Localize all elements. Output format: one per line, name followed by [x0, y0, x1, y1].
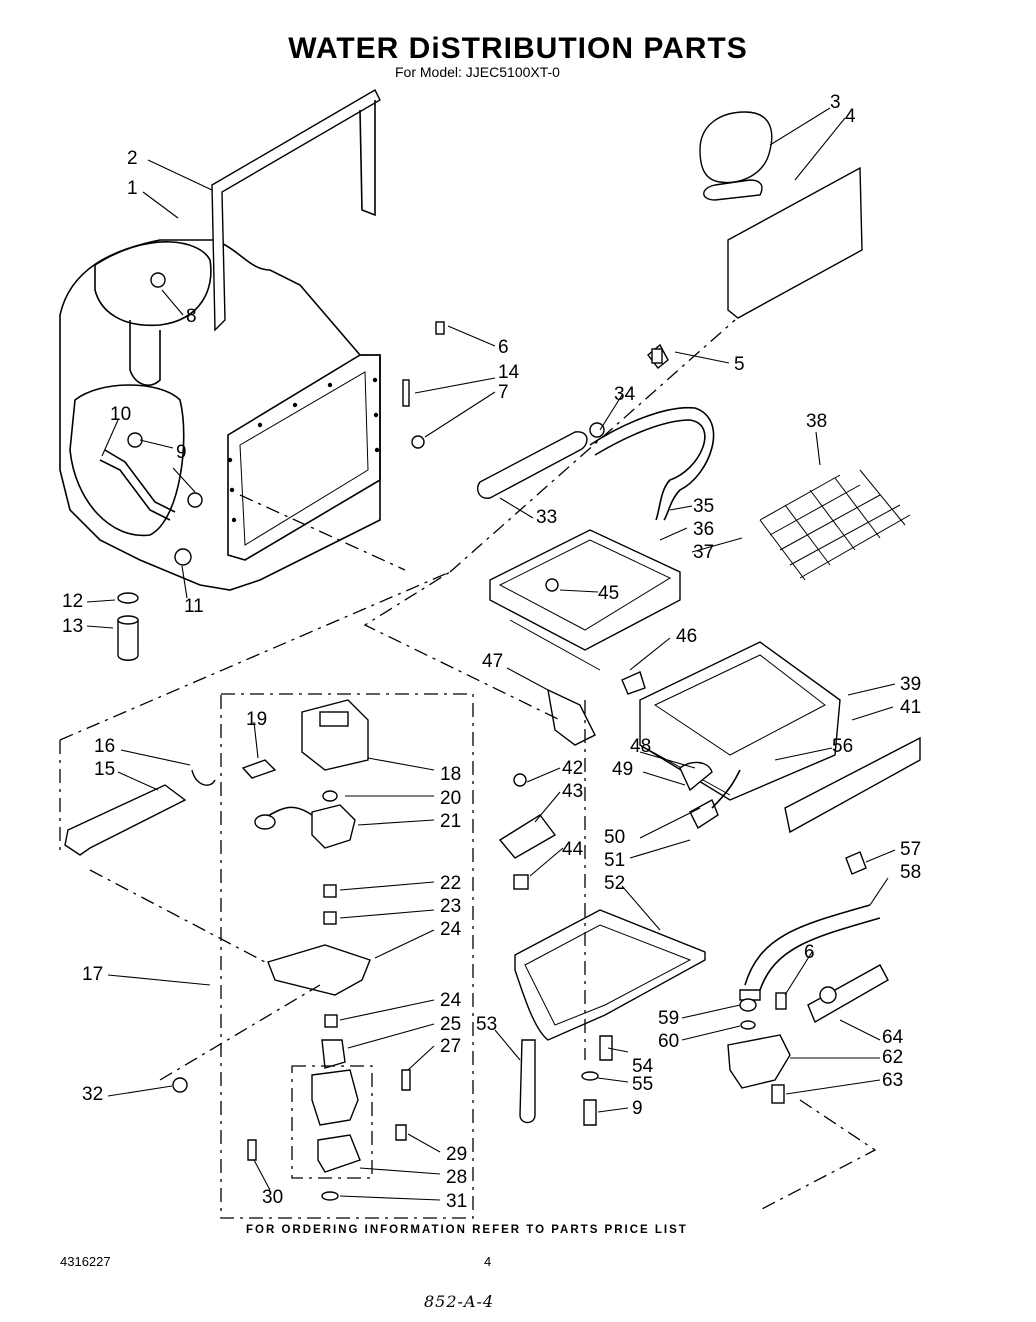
callout-52: 52 — [604, 873, 625, 894]
callout-27: 27 — [440, 1036, 461, 1057]
callout-9: 9 — [176, 442, 187, 463]
callout-2: 2 — [127, 148, 138, 169]
mold-area-drawing — [477, 406, 921, 875]
callout-8: 8 — [186, 306, 197, 327]
callout-37: 37 — [693, 542, 714, 563]
callout-39: 39 — [900, 674, 921, 695]
callout-55: 55 — [632, 1074, 653, 1095]
left-bracket-drawing — [64, 769, 216, 1093]
callout-20: 20 — [440, 788, 461, 809]
callout-62: 62 — [882, 1047, 903, 1068]
callout-9b: 9 — [632, 1098, 643, 1119]
valve-area-drawing — [727, 904, 889, 1104]
callout-34: 34 — [614, 384, 636, 405]
callout-25: 25 — [440, 1014, 461, 1035]
callout-23: 24 — [440, 919, 462, 940]
top-right-parts-drawing — [402, 111, 863, 449]
callout-18: 18 — [440, 764, 461, 785]
callout-53: 53 — [476, 1014, 497, 1035]
callout-6: 6 — [498, 337, 509, 358]
icemaker-module-drawing — [220, 693, 474, 1219]
callout-33: 33 — [536, 507, 557, 528]
bucket-area-drawing — [498, 773, 706, 1126]
page-title: WATER DiSTRIBUTION PARTS — [288, 32, 748, 65]
callout-42: 42 — [562, 758, 583, 779]
callout-54: 54 — [632, 1056, 654, 1077]
callout-12: 12 — [62, 591, 83, 612]
page-number: 4 — [484, 1254, 492, 1269]
callout-17: 17 — [82, 964, 103, 985]
callout-47: 47 — [482, 651, 503, 672]
ordering-note: FOR ORDERING INFORMATION REFER TO PARTS … — [246, 1224, 688, 1236]
callout-4: 4 — [845, 106, 856, 127]
callout-30: 30 — [262, 1187, 283, 1208]
callout-14: 14 — [498, 362, 520, 383]
housing-drawing — [59, 89, 381, 661]
callout-21: 21 — [440, 811, 461, 832]
callout-1: 1 — [127, 178, 138, 199]
leader-lines — [86, 107, 896, 1201]
callout-60: 60 — [658, 1031, 679, 1052]
callout-51: 51 — [604, 850, 625, 871]
callout-64: 64 — [882, 1027, 904, 1048]
callout-19: 19 — [246, 709, 267, 730]
callout-labels: 1 2 3 4 5 6 7 8 9 10 11 12 13 14 15 16 1… — [62, 92, 921, 1212]
callout-58: 58 — [900, 862, 921, 883]
callout-50: 50 — [604, 827, 625, 848]
callout-45: 45 — [598, 583, 619, 604]
callout-3: 3 — [830, 92, 841, 113]
callout-29: 29 — [446, 1144, 467, 1165]
callout-35: 35 — [693, 496, 714, 517]
callout-48: 48 — [630, 736, 651, 757]
callout-11: 11 — [184, 596, 204, 617]
callout-28: 28 — [446, 1167, 467, 1188]
document-number: 4316227 — [60, 1254, 111, 1269]
callout-16: 16 — [94, 736, 115, 757]
callout-49: 49 — [612, 759, 633, 780]
callout-36: 36 — [693, 519, 714, 540]
callout-43: 43 — [562, 781, 583, 802]
callout-31: 31 — [446, 1191, 467, 1212]
callout-5: 5 — [734, 354, 745, 375]
callout-41: 41 — [900, 697, 921, 718]
callout-32: 32 — [82, 1084, 103, 1105]
callout-22: 22 — [440, 873, 461, 894]
callout-56: 56 — [832, 736, 853, 757]
callout-46: 46 — [676, 626, 697, 647]
callout-10: 10 — [110, 404, 131, 425]
connection-lines — [59, 319, 877, 1211]
callout-7: 7 — [498, 382, 509, 403]
callout-57: 57 — [900, 839, 921, 860]
model-line: For Model: JJEC5100XT-0 — [395, 64, 560, 80]
callout-63: 63 — [882, 1070, 903, 1091]
callout-24: 23 — [440, 896, 461, 917]
callout-59: 59 — [658, 1008, 679, 1029]
callout-13: 13 — [62, 616, 83, 637]
callout-24b: 24 — [440, 990, 462, 1011]
handwritten-reference: 852-A-4 — [424, 1292, 495, 1311]
callout-6b: 6 — [804, 942, 815, 963]
callout-15: 15 — [94, 759, 115, 780]
callout-44: 44 — [562, 839, 584, 860]
callout-38: 38 — [806, 411, 827, 432]
